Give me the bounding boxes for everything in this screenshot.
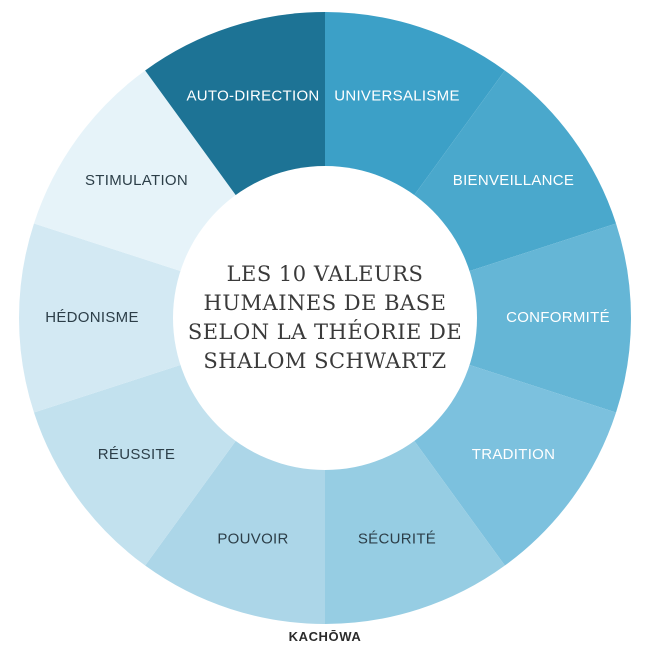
segment-label: RÉUSSITE [98, 446, 175, 463]
wheel-segment [19, 223, 325, 413]
center-title-line: LES 10 VALEURS [227, 262, 424, 286]
segment-label: HÉDONISME [45, 309, 139, 326]
segment-label: STIMULATION [85, 172, 188, 189]
wheel-segment-labels: UNIVERSALISME BIENVEILLANCE CONFORMITÉ TRAD… [45, 87, 610, 548]
wheel-segment [325, 223, 631, 413]
segment-label: SÉCURITÉ [358, 531, 436, 548]
center-title: LES 10 VALEURS HUMAINES DE BASE SELON LA… [188, 262, 462, 373]
segment-label: CONFORMITÉ [506, 309, 610, 326]
center-circle [173, 166, 477, 470]
segment-label: AUTO-DIRECTION [186, 87, 319, 104]
center-title-line: HUMAINES DE BASE [204, 291, 447, 315]
segment-label: BIENVEILLANCE [453, 172, 574, 189]
segment-label: TRADITION [472, 446, 556, 463]
center-title-line: SELON LA THÉORIE DE [188, 320, 462, 344]
brand-logo-text: KACHŌWA [288, 629, 362, 644]
center-title-line: SHALOM SCHWARTZ [203, 349, 446, 373]
segment-label: UNIVERSALISME [334, 87, 460, 104]
segment-label: POUVOIR [217, 531, 288, 548]
